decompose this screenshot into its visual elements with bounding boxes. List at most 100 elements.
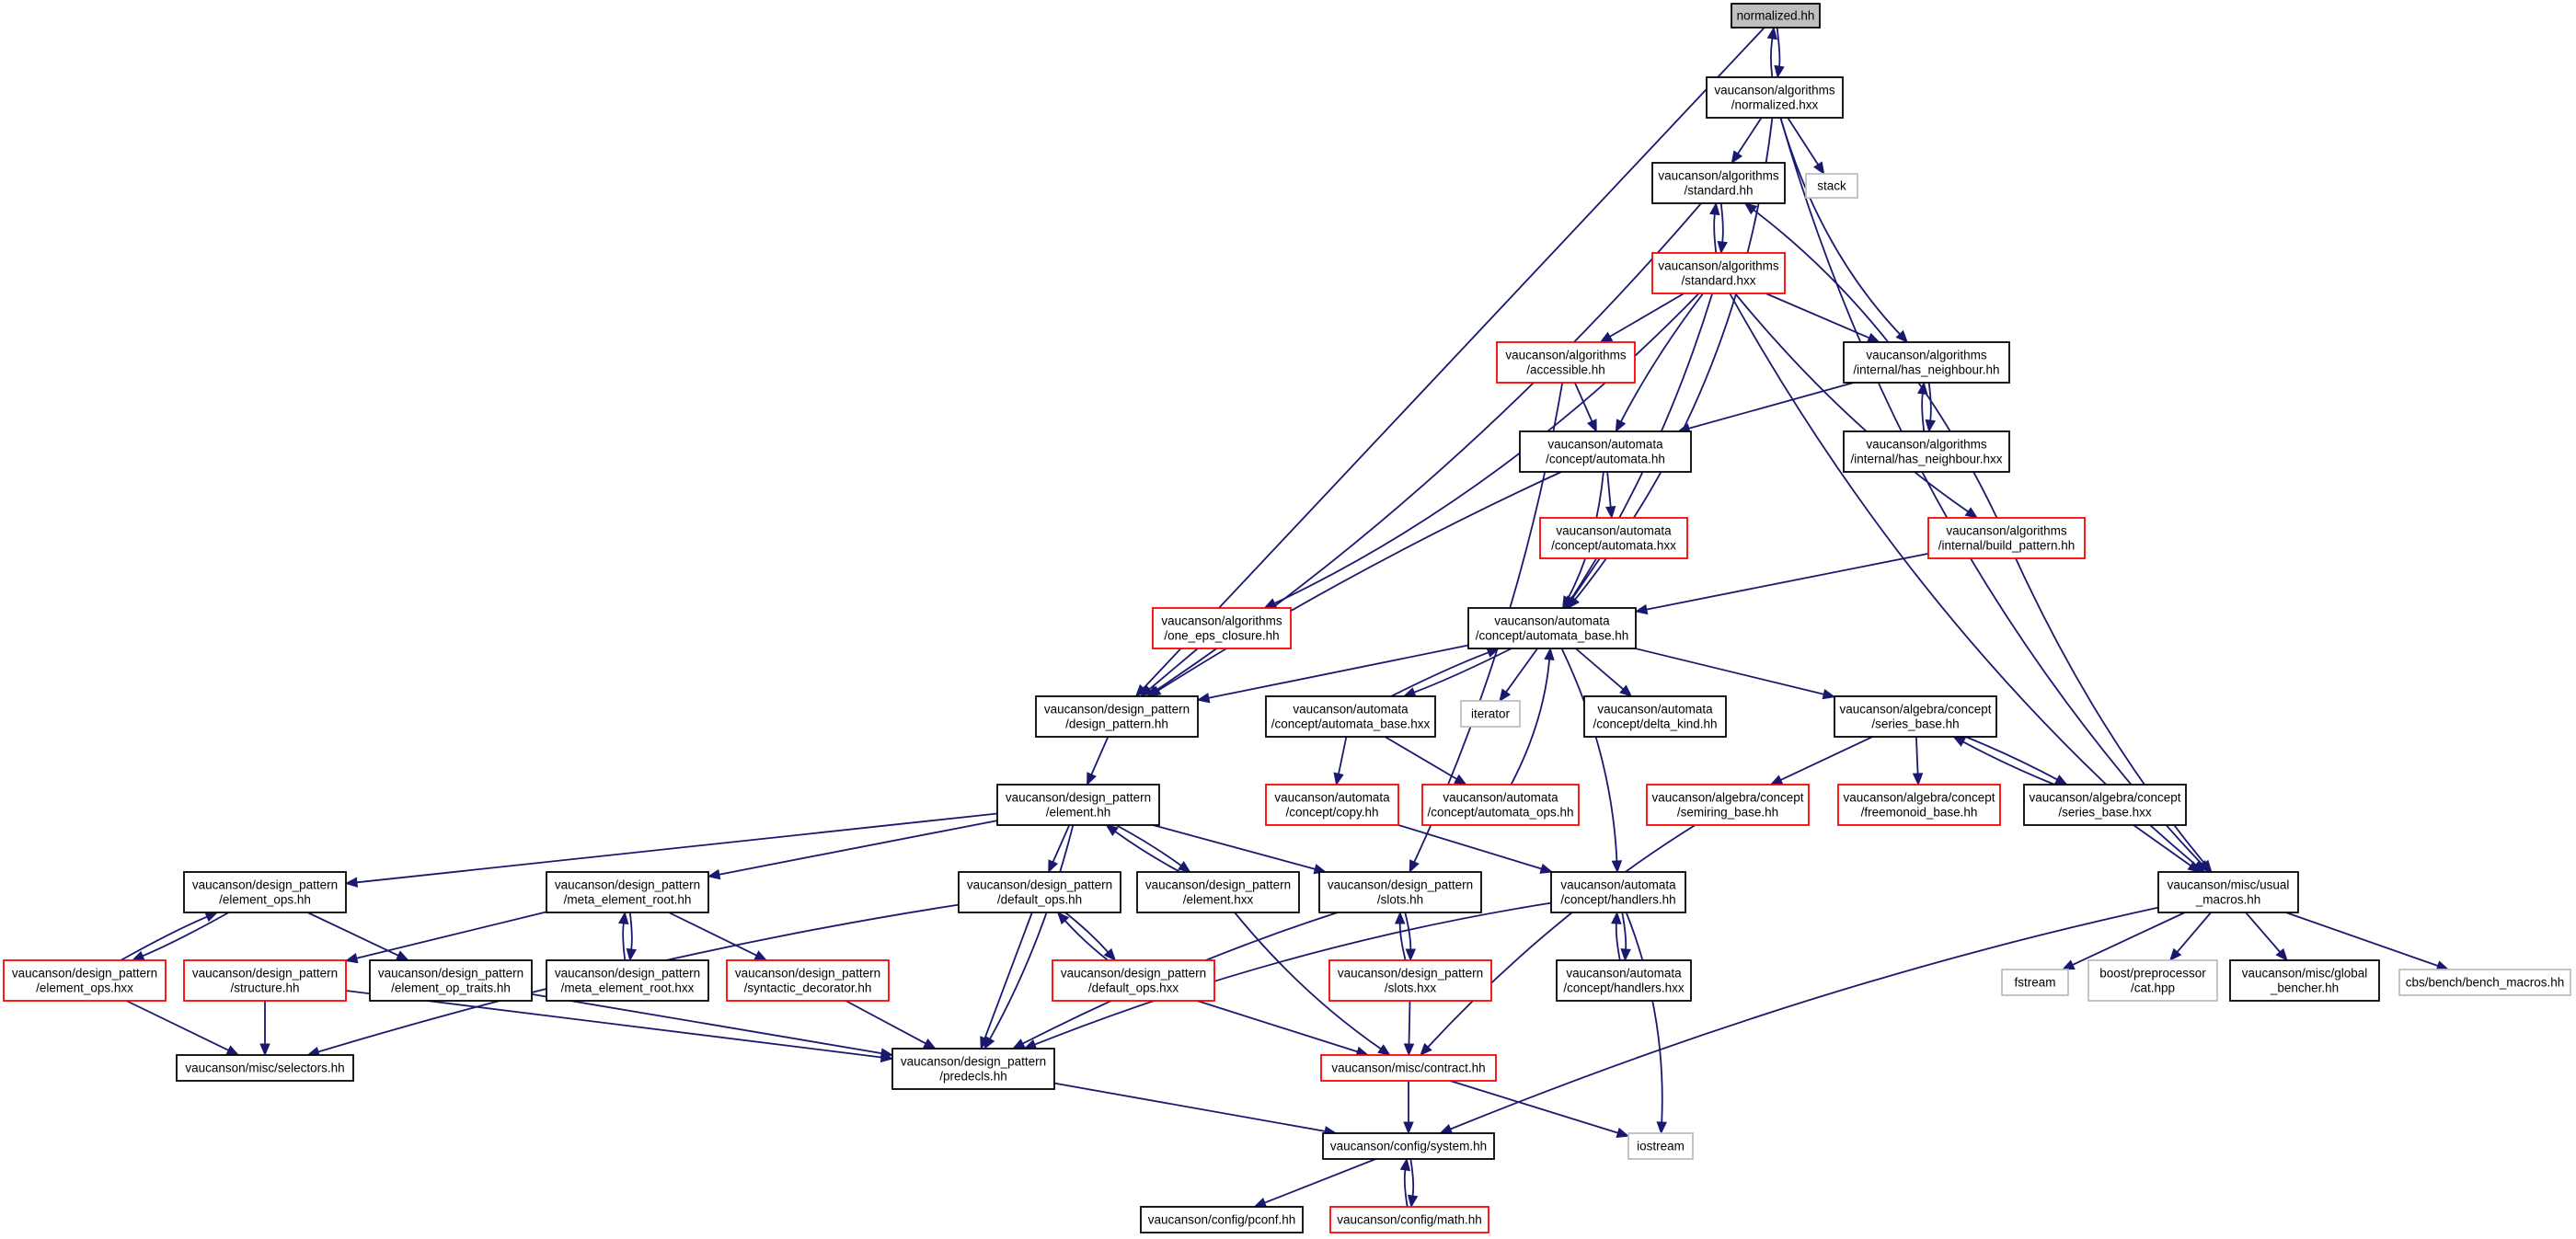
node-label-line: vaucanson/design_pattern — [1061, 967, 1206, 981]
node-system-hh[interactable]: vaucanson/config/system.hh — [1322, 1132, 1495, 1160]
node-default-ops-hh[interactable]: vaucanson/design_pattern/default_ops.hh — [958, 871, 1121, 913]
node-label-line: iostream — [1637, 1140, 1685, 1153]
node-label-line: /concept/delta_kind.hh — [1593, 717, 1717, 731]
edge-one_eps_closure_hh-to-design_pattern_hh — [1148, 648, 1199, 690]
node-label-line: /internal/build_pattern.hh — [1938, 539, 2076, 553]
edge-handlers_hxx-to-handlers_hh — [1615, 923, 1621, 961]
edge-usual_macros_hh-to-bench_macros_hh — [2285, 912, 2439, 967]
node-meta-element-root-hh[interactable]: vaucanson/design_pattern/meta_element_ro… — [546, 871, 709, 913]
node-meta-element-root-hxx[interactable]: vaucanson/design_pattern/meta_element_ro… — [546, 959, 709, 1002]
arrowhead-default_ops_hxx — [1103, 947, 1117, 961]
node-has-neighbour-hxx[interactable]: vaucanson/algorithms/internal/has_neighb… — [1843, 430, 2010, 473]
node-build-pattern-hh: vaucanson/algorithms/internal/build_patt… — [1927, 517, 2086, 559]
node-semiring-base-hh: vaucanson/algebra/concept/semiring_base.… — [1646, 784, 1810, 826]
node-box — [1265, 695, 1436, 738]
node-delta-kind-hh[interactable]: vaucanson/automata/concept/delta_kind.hh — [1583, 695, 1727, 738]
arrowhead-handlers_hh — [1539, 863, 1554, 874]
node-series-base-hh[interactable]: vaucanson/algebra/concept/series_base.hh — [1834, 695, 1997, 738]
node-box — [1583, 695, 1727, 738]
node-automata-base-hxx[interactable]: vaucanson/automata/concept/automata_base… — [1265, 695, 1436, 738]
node-concept-automata-hh[interactable]: vaucanson/automata/concept/automata.hh — [1519, 430, 1692, 473]
arrowhead-syntactic_decorator_hh — [753, 950, 768, 961]
node-label-line: normalized.hh — [1737, 9, 1815, 23]
node-label-line: /internal/has_neighbour.hh — [1853, 363, 1999, 377]
node-box — [1837, 784, 2001, 826]
edge-alg_normalized_hxx-to-usual_macros_hh — [1779, 117, 2202, 865]
arrowhead-automata_base_hh — [1544, 647, 1555, 660]
node-math-hh: vaucanson/config/math.hh — [1329, 1206, 1489, 1233]
node-label-line: /concept/automata.hh — [1546, 453, 1665, 466]
edge-math_hh-to-system_hh — [1403, 1169, 1409, 1208]
edge-concept_automata_hh-to-design_pattern_hh — [1157, 471, 1562, 692]
arrowhead-default_ops_hh — [1048, 859, 1059, 874]
node-box — [1539, 517, 1688, 559]
node-predecls-hh[interactable]: vaucanson/design_pattern/predecls.hh — [891, 1048, 1055, 1090]
node-label-line: vaucanson/design_pattern — [1328, 878, 1473, 892]
node-box — [2398, 969, 2571, 996]
arrowhead-element_hh — [1105, 824, 1119, 837]
node-box — [2157, 871, 2299, 913]
node-label-line: vaucanson/design_pattern — [735, 967, 880, 981]
edge-default_ops_hxx-to-default_ops_hh — [1064, 920, 1109, 961]
node-element-ops-hh[interactable]: vaucanson/design_pattern/element_ops.hh — [183, 871, 347, 913]
node-pconf-hh[interactable]: vaucanson/config/pconf.hh — [1140, 1206, 1304, 1233]
node-alg-standard-hh[interactable]: vaucanson/algorithms/standard.hh — [1651, 162, 1786, 204]
edge-has_neighbour_hh-to-concept_automata_hh — [1688, 382, 1855, 430]
node-handlers-hxx[interactable]: vaucanson/automata/concept/handlers.hxx — [1556, 959, 1692, 1002]
edge-alg_standard_hxx-to-has_neighbour_hh — [1765, 293, 1870, 339]
node-slots-hh[interactable]: vaucanson/design_pattern/slots.hh — [1318, 871, 1482, 913]
node-label-line: /standard.hxx — [1681, 274, 1755, 288]
node-usual-macros-hh[interactable]: vaucanson/misc/usual_macros.hh — [2157, 871, 2299, 913]
node-label-line: vaucanson/misc/usual — [2168, 878, 2290, 892]
arrowhead-meta_element_root_hxx — [626, 947, 638, 962]
node-alg-accessible-hh: vaucanson/algorithms/accessible.hh — [1496, 341, 1636, 384]
edge-element_op_traits_hh-to-predecls_hh — [531, 993, 882, 1054]
node-label-line: vaucanson/algorithms — [1505, 349, 1627, 362]
node-label-line: /one_eps_closure.hh — [1164, 629, 1279, 643]
edge-element_ops_hxx-to-selectors_hh — [126, 1000, 229, 1051]
node-alg-normalized-hxx[interactable]: vaucanson/algorithms/normalized.hxx — [1706, 76, 1844, 119]
node-label-line: /element_ops.hxx — [36, 981, 133, 995]
arrowhead-design_pattern_hh — [1147, 685, 1162, 697]
node-label-line: vaucanson/automata — [1443, 791, 1558, 805]
node-element-hh[interactable]: vaucanson/design_pattern/element.hh — [996, 784, 1160, 826]
node-box — [1927, 517, 2086, 559]
node-label-line: _macros.hh — [2195, 893, 2261, 907]
node-box — [183, 959, 347, 1002]
edge-predecls_hh-to-system_hh — [1053, 1082, 1326, 1132]
node-stack: stack — [1805, 173, 1858, 199]
arrowhead-has_neighbour_hh — [1866, 332, 1880, 343]
node-label-line: vaucanson/automata — [1597, 703, 1713, 717]
node-label-line: vaucanson/config/pconf.hh — [1148, 1213, 1296, 1227]
arrowhead-selectors_hh — [225, 1045, 240, 1056]
node-box — [2087, 959, 2218, 1002]
node-label-line: /accessible.hh — [1526, 363, 1605, 377]
arrowhead-alg_normalized_hxx — [1774, 64, 1785, 79]
node-box — [1627, 1132, 1694, 1160]
node-label-line: vaucanson/algebra/concept — [1843, 791, 1995, 805]
edge-concept_automata_hh-to-concept_automata_hxx — [1606, 471, 1612, 508]
node-label-line: vaucanson/design_pattern — [12, 967, 157, 981]
edge-handlers_hh-to-predecls_hh — [1034, 901, 1552, 1046]
node-box — [1318, 871, 1482, 913]
edge-syntactic_decorator_hh-to-predecls_hh — [845, 1000, 926, 1045]
node-label-line: /slots.hh — [1377, 893, 1423, 907]
node-has-neighbour-hh[interactable]: vaucanson/algorithms/internal/has_neighb… — [1843, 341, 2010, 384]
node-label-line: vaucanson/automata — [1494, 614, 1610, 628]
edge-slots_hh-to-slots_hxx — [1404, 912, 1412, 950]
edge-series_base_hh-to-freemonoid_base_hh — [1915, 736, 1919, 774]
node-handlers-hh[interactable]: vaucanson/automata/concept/handlers.hh — [1550, 871, 1686, 913]
node-design-pattern-hh[interactable]: vaucanson/design_pattern/design_pattern.… — [1035, 695, 1199, 738]
node-automata-base-hh[interactable]: vaucanson/automata/concept/automata_base… — [1467, 607, 1637, 649]
node-box — [1460, 700, 1521, 728]
node-element-hxx[interactable]: vaucanson/design_pattern/element.hxx — [1136, 871, 1300, 913]
arrowhead-predecls_hh — [923, 1038, 937, 1050]
node-label-line: iterator — [1471, 707, 1511, 721]
node-selectors-hh[interactable]: vaucanson/misc/selectors.hh — [176, 1054, 354, 1082]
arrowhead-concept_automata_hh — [1615, 419, 1627, 433]
node-element-op-traits-hh[interactable]: vaucanson/design_pattern/element_op_trai… — [369, 959, 533, 1002]
edge-default_ops_hh-to-predecls_hh — [983, 912, 1033, 1039]
node-series-base-hxx[interactable]: vaucanson/algebra/concept/series_base.hx… — [2023, 784, 2187, 826]
node-global-bencher-hh[interactable]: vaucanson/misc/global_bencher.hh — [2229, 959, 2380, 1002]
node-label-line: vaucanson/design_pattern — [1006, 791, 1151, 805]
